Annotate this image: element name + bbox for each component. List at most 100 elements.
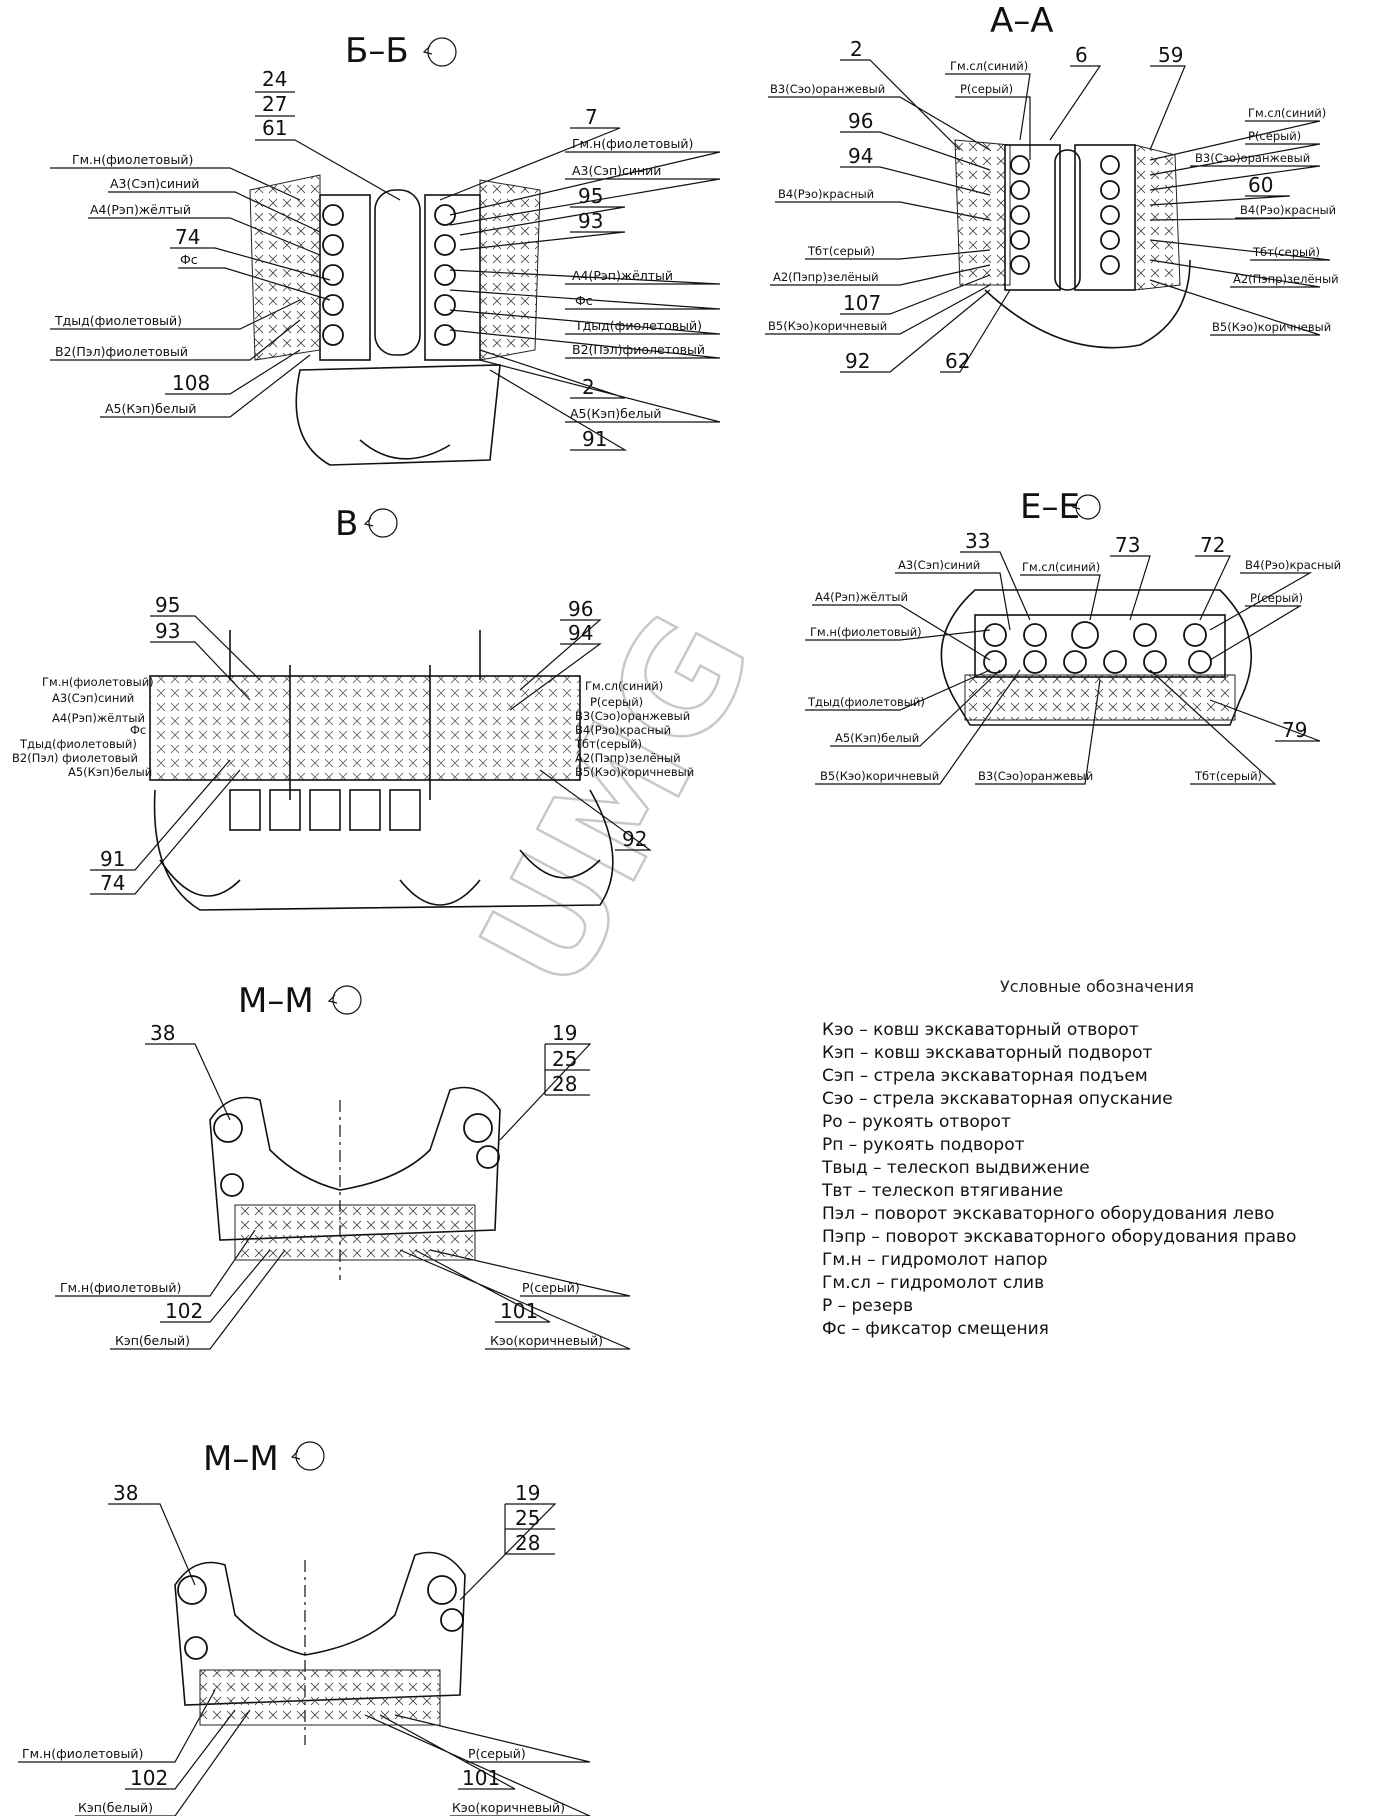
v-left-label-4: Фс <box>130 723 146 737</box>
view-mm2-title: М–М <box>203 1439 279 1479</box>
bb-right-label-2: А3(Сэп)синий <box>572 163 661 178</box>
mm1-num-19: 19 <box>552 1021 577 1045</box>
view-bb-title: Б–Б <box>345 31 409 71</box>
ee-label-5: Р(серый) <box>1250 591 1303 605</box>
aa-num-6: 6 <box>1075 43 1088 67</box>
rotation-arrow <box>422 45 433 55</box>
aa-right-label-3: В3(Сэо)оранжевый <box>1195 151 1310 165</box>
v-num-95: 95 <box>155 593 180 617</box>
mm2-num-102: 102 <box>130 1766 168 1790</box>
legend-item-2: Кэп – ковш экскаваторный подворот <box>822 1043 1153 1063</box>
bb-num-108: 108 <box>172 371 210 395</box>
aa-num-94: 94 <box>848 144 873 168</box>
mm1-label-4: Кэо(коричневый) <box>490 1333 603 1348</box>
aa-num-2: 2 <box>850 37 863 61</box>
aa-left-label-2: В4(Рэо)красный <box>778 187 874 201</box>
v-left-label-7: А5(Кэп)белый <box>68 765 152 779</box>
view-mm1-title: М–М <box>238 981 314 1021</box>
view-v-title: В <box>335 504 358 544</box>
v-num-93: 93 <box>155 619 180 643</box>
v-right-label-7: В5(Кэо)коричневый <box>575 765 694 779</box>
mm1-num-102: 102 <box>165 1299 203 1323</box>
bb-num-27: 27 <box>262 92 287 116</box>
aa-right-label-2: Р(серый) <box>1248 129 1301 143</box>
legend-item-1: Кэо – ковш экскаваторный отворот <box>822 1020 1139 1040</box>
ee-num-79: 79 <box>1282 718 1307 742</box>
mm1-num-25: 25 <box>552 1047 577 1071</box>
aa-right-label-6: А2(Пэпр)зелёный <box>1233 272 1339 286</box>
bb-left-label-7: А5(Кэп)белый <box>105 401 197 416</box>
ee-label-6: Гм.н(фиолетовый) <box>810 625 922 639</box>
ee-label-9: В5(Кэо)коричневый <box>820 769 939 783</box>
mm2-num-28: 28 <box>515 1531 540 1555</box>
legend-item-11: Гм.н – гидромолот напор <box>822 1250 1048 1270</box>
v-right-label-5: Тбт(серый) <box>574 737 642 751</box>
ee-label-4: А4(Рэп)жёлтый <box>815 590 908 604</box>
bb-left-label-1: Гм.н(фиолетовый) <box>72 152 193 167</box>
legend-item-12: Гм.сл – гидромолот слив <box>822 1273 1044 1293</box>
ee-label-10: В3(Сэо)оранжевый <box>978 769 1093 783</box>
ee-label-11: Тбт(серый) <box>1194 769 1262 783</box>
mm1-num-28: 28 <box>552 1072 577 1096</box>
mm2-num-38: 38 <box>113 1481 138 1505</box>
v-left-label-1: Гм.н(фиолетовый) <box>42 675 154 689</box>
legend-item-13: Р – резерв <box>822 1296 913 1316</box>
view-bb: Б–Б 24 27 61 Гм.н(фиолетовый) А3(Сэп)син… <box>50 31 721 466</box>
bb-num-95: 95 <box>578 184 603 208</box>
v-left-label-3: А4(Рэп)жёлтый <box>52 711 145 725</box>
legend-heading: Условные обозначения <box>1000 977 1194 996</box>
aa-num-60: 60 <box>1248 173 1273 197</box>
mm1-label-1: Гм.н(фиолетовый) <box>60 1280 181 1295</box>
watermark-text: UMG <box>448 587 787 1017</box>
aa-num-59: 59 <box>1158 43 1183 67</box>
aa-right-label-5: Тбт(серый) <box>1252 245 1320 259</box>
view-ee: Е–Е 33 73 72 79 А3(Сэп)синий Гм.сл(синий… <box>805 487 1341 785</box>
view-aa-title: А–А <box>990 1 1054 41</box>
aa-left-label-1: В3(Сэо)оранжевый <box>770 82 885 96</box>
mm2-label-4: Кэо(коричневый) <box>452 1800 565 1815</box>
aa-right-label-1: Гм.сл(синий) <box>1248 106 1326 120</box>
ee-fittings <box>983 621 1212 674</box>
mm2-num-25: 25 <box>515 1506 540 1530</box>
view-ee-title: Е–Е <box>1020 487 1080 527</box>
aa-num-96: 96 <box>848 109 873 133</box>
ee-num-33: 33 <box>965 529 990 553</box>
rotation-icon <box>427 37 457 67</box>
legend-item-8: Твт – телескоп втягивание <box>821 1181 1063 1201</box>
aa-right-label-7: В5(Кэо)коричневый <box>1212 320 1331 334</box>
aa-num-92: 92 <box>845 349 870 373</box>
ee-label-8: А5(Кэп)белый <box>835 731 919 745</box>
view-aa: А–А 2 6 59 Гм.сл(синий) Р(серый) В3(Сэо)… <box>765 1 1339 373</box>
legend-item-14: Фс – фиксатор смещения <box>822 1319 1049 1339</box>
legend-item-4: Сэо – стрела экскаваторная опускание <box>822 1089 1173 1109</box>
v-num-94: 94 <box>568 621 593 645</box>
mm1-label-3: Кэп(белый) <box>115 1333 190 1348</box>
ee-num-73: 73 <box>1115 533 1140 557</box>
aa-num-107: 107 <box>843 291 881 315</box>
bb-right-label-4: Фс <box>575 293 593 308</box>
v-left-label-6: В2(Пэл) фиолетовый <box>12 751 138 765</box>
v-right-label-3: В3(Сэо)оранжевый <box>575 709 690 723</box>
v-num-74: 74 <box>100 871 125 895</box>
view-mm-2: М–М 38 19 25 28 Гм.н(фиолетовый) 102 Кэп… <box>18 1439 591 1816</box>
legend-item-10: Пэпр – поворот экскаваторного оборудован… <box>822 1227 1296 1247</box>
legend-item-7: Твыд – телескоп выдвижение <box>821 1158 1090 1178</box>
v-right-label-1: Гм.сл(синий) <box>585 679 663 693</box>
mm1-label-2: Р(серый) <box>522 1280 580 1295</box>
mm1-num-101: 101 <box>500 1299 538 1323</box>
ee-label-1: А3(Сэп)синий <box>898 558 980 572</box>
v-num-96: 96 <box>568 597 593 621</box>
ee-num-72: 72 <box>1200 533 1225 557</box>
bb-num-24: 24 <box>262 67 287 91</box>
bb-left-label-3: А4(Рэп)жёлтый <box>90 202 191 217</box>
aa-left-label-3: Тбт(серый) <box>807 244 875 258</box>
view-v: В 95 93 96 94 Гм.н(фиолетовый) А3(Сэп)си… <box>12 504 694 911</box>
bb-num-2: 2 <box>582 375 595 399</box>
aa-left-label-5: В5(Кэо)коричневый <box>768 319 887 333</box>
mm2-label-3: Кэп(белый) <box>78 1800 153 1815</box>
legend-item-9: Пэл – поворот экскаваторного оборудовани… <box>822 1204 1274 1224</box>
v-right-label-6: А2(Пэпр)зелёный <box>575 751 681 765</box>
bb-num-74: 74 <box>175 225 200 249</box>
bb-num-61: 61 <box>262 116 287 140</box>
